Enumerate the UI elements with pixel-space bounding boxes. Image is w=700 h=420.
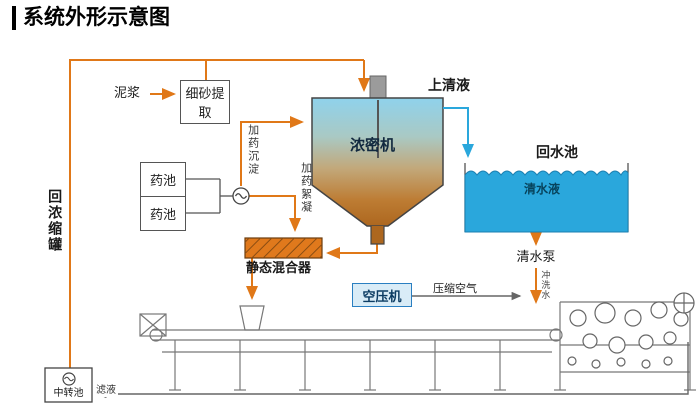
dosing-sedimentation-label: 加药沉淀 <box>246 124 259 176</box>
thickener-motor <box>369 75 387 101</box>
dosing-flocculation-label: 加药絮凝 <box>299 162 312 214</box>
compressed-air-label: 压缩空气 <box>433 283 477 295</box>
press-rollers <box>567 292 695 369</box>
return-pool-label: 回水池 <box>536 144 578 160</box>
thickener-label: 浓密机 <box>350 137 396 154</box>
dosing-pump-icon <box>232 187 250 205</box>
chem-pool-top-box: 药池 <box>140 162 186 197</box>
return-concentrate-tank-label: 回浓缩罐 <box>47 189 64 253</box>
static-mixer-shape <box>244 237 323 259</box>
chem-pool-connectors <box>186 178 233 214</box>
process-pipes <box>69 59 542 368</box>
supernatant-pipe <box>443 107 474 158</box>
filtrate-return-pipe <box>96 342 689 399</box>
supernatant-label: 上清液 <box>428 77 470 93</box>
static-mixer-label: 静态混合器 <box>246 260 312 275</box>
return-water-pool <box>464 163 629 233</box>
page-title: 系统外形示意图 <box>12 6 170 31</box>
clear-water-label: 清水液 <box>524 182 561 196</box>
belt-filter-press <box>139 292 696 391</box>
flush-water-label: 冲洗水 <box>540 270 551 300</box>
filtrate-label: 滤液 <box>94 385 118 397</box>
clear-water-pump-label: 清水泵 <box>516 249 556 264</box>
transfer-pool-label: 中转池 <box>53 388 84 399</box>
chem-pool-bottom-box: 药池 <box>140 196 186 231</box>
dosing-sedimentation-pipe <box>240 116 304 186</box>
mud-label: 泥浆 <box>114 85 141 100</box>
sand-extractor-box: 细砂提取 <box>180 80 230 124</box>
transfer-pool-box <box>44 367 93 403</box>
air-compressor-box: 空压机 <box>352 283 412 307</box>
press-feed-hopper <box>239 305 265 331</box>
recycle-pipe <box>69 59 364 368</box>
dosing-flocculation-pipe <box>249 195 301 232</box>
thickener-underflow-pipe <box>326 244 378 259</box>
thickener-tank <box>311 75 444 245</box>
